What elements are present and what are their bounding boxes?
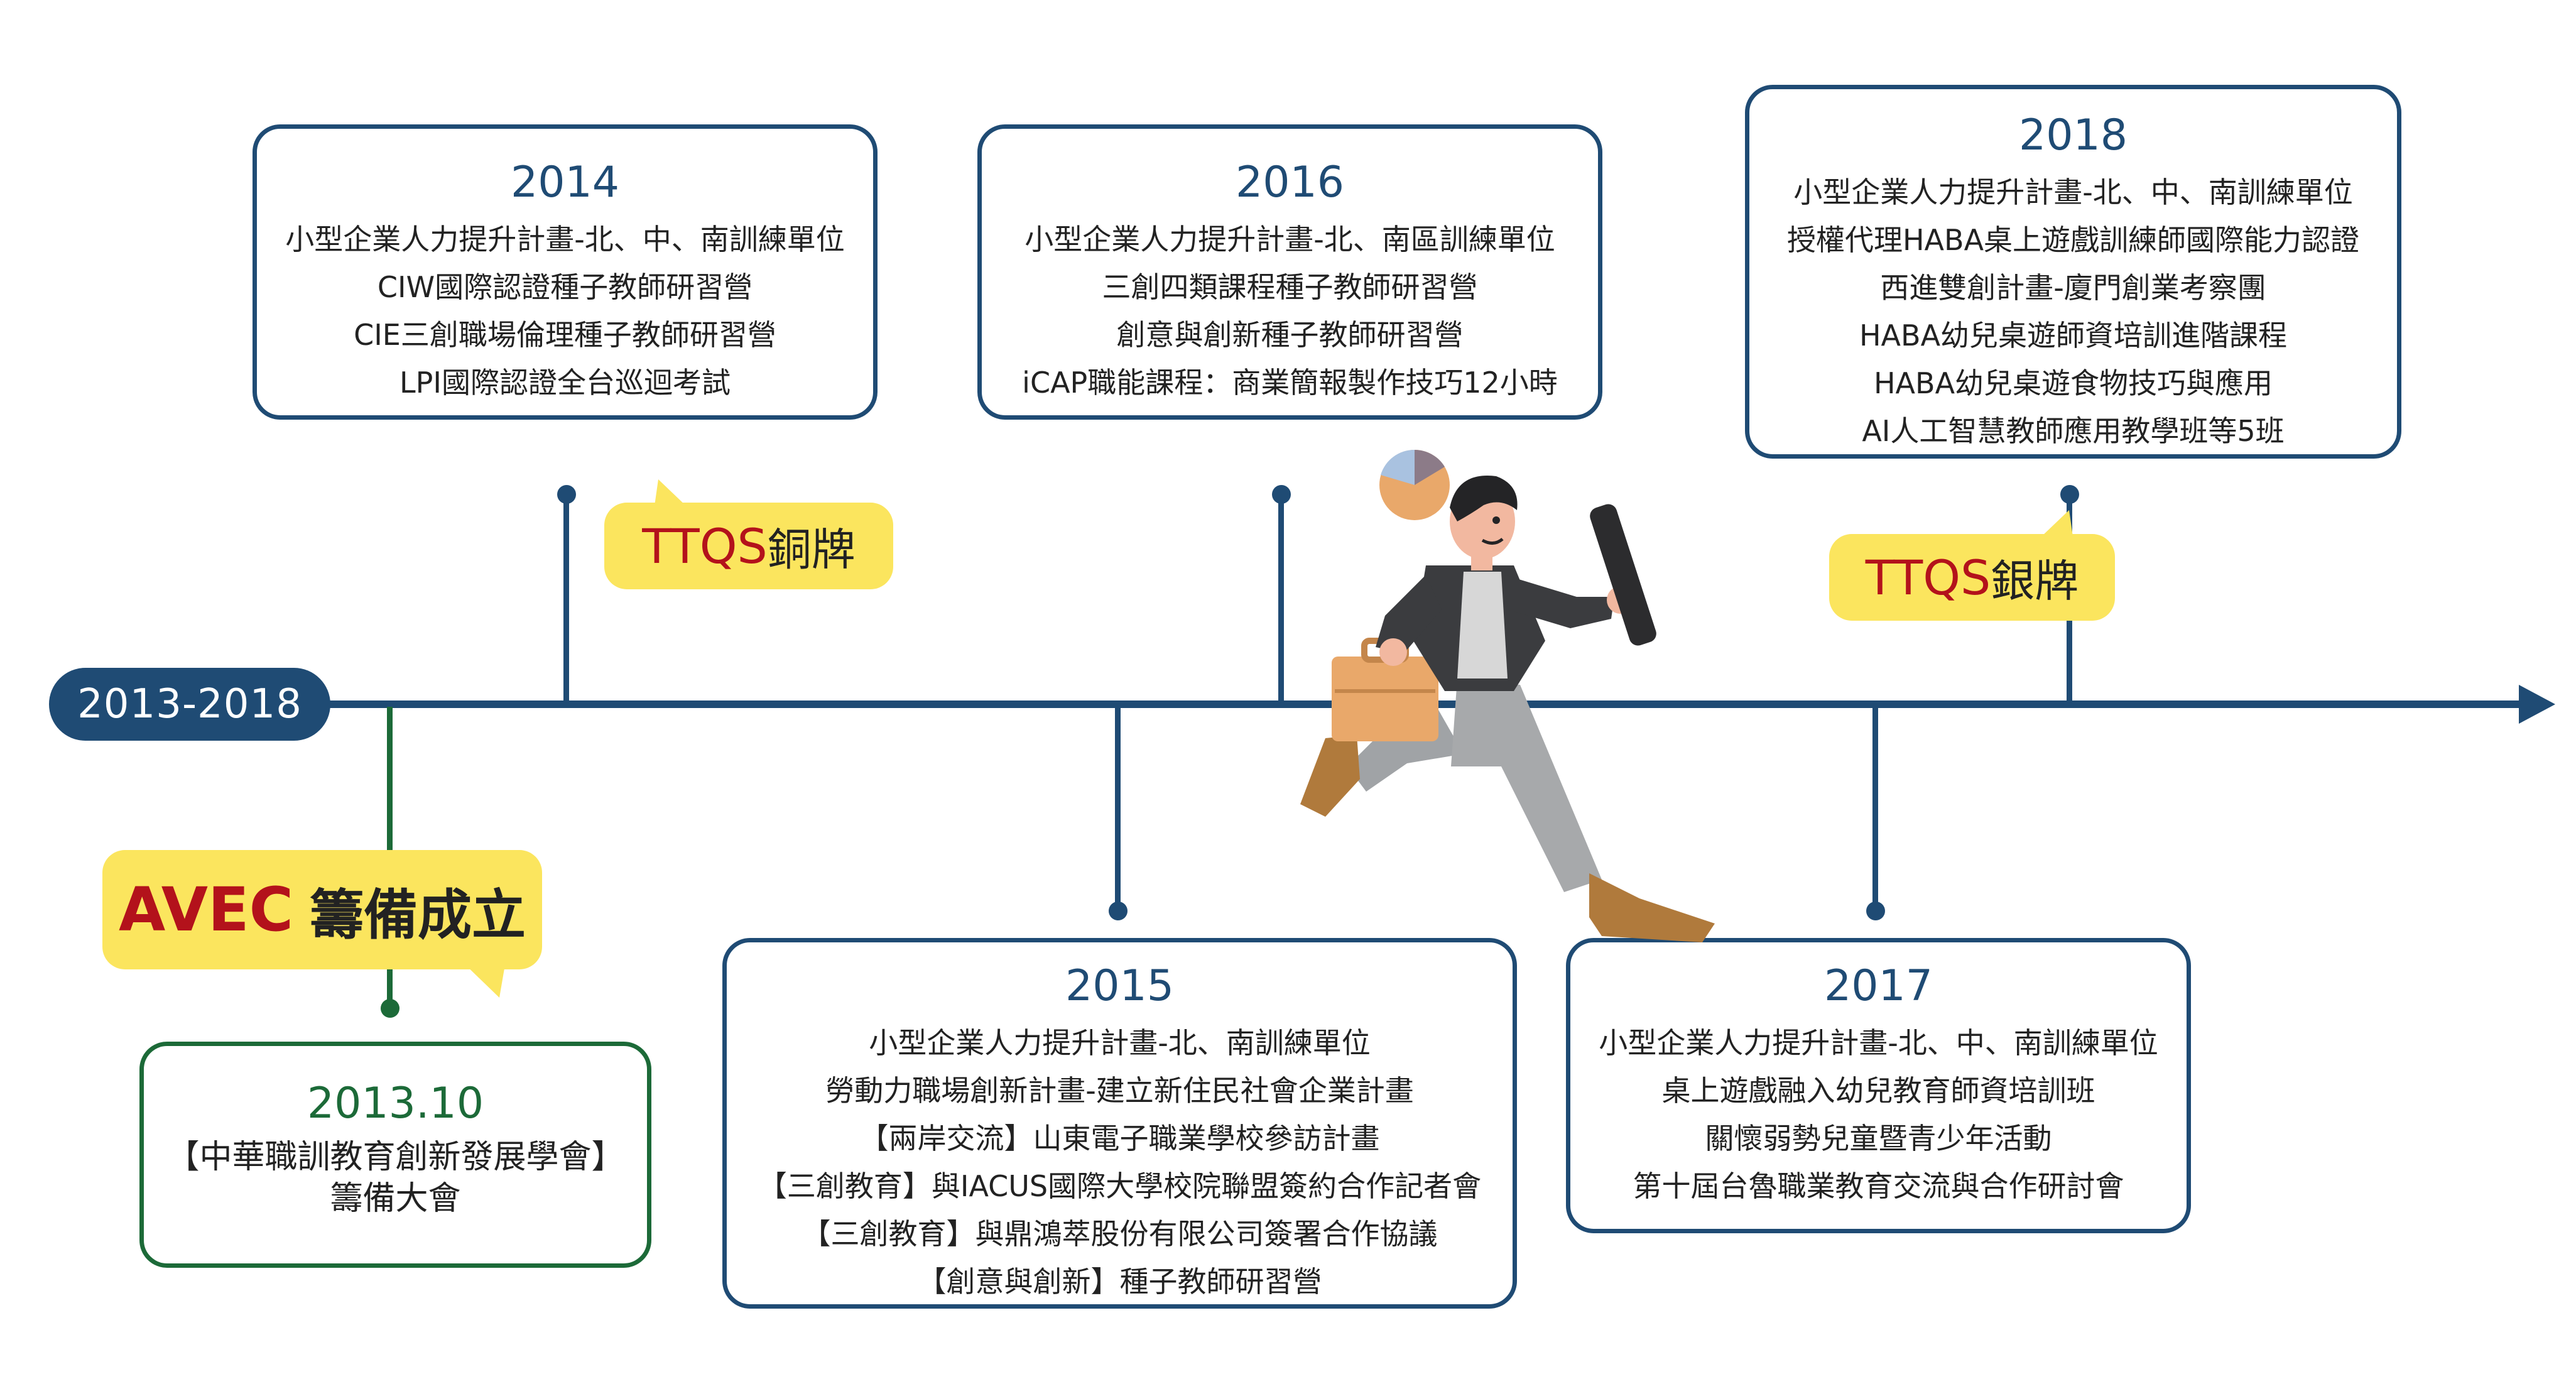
event-item: 創意與創新種子教師研習營 — [1116, 318, 1464, 352]
founding-bubble-text: 籌備成立 — [310, 883, 526, 947]
event-item: 授權代理HABA桌上遊戲訓練師國際能力認證 — [1786, 223, 2360, 257]
connector-2014 — [563, 496, 569, 704]
event-item: 【創意與創新】種子教師研習營 — [917, 1265, 1322, 1299]
event-item: AI人工智慧教師應用教學班等5班 — [1862, 414, 2285, 448]
connector-2016 — [1278, 496, 1284, 704]
founding-bubble: AVEC 籌備成立 — [102, 850, 542, 969]
running-businessman-icon — [1300, 449, 1715, 942]
event-item: 西進雙創計畫-廈門創業考察團 — [1880, 271, 2266, 305]
event-year-2017: 2017 — [1823, 961, 1933, 1011]
event-item: 小型企業人力提升計畫-北、中、南訓練單位 — [1599, 1026, 2158, 1060]
event-item: 小型企業人力提升計畫-北、南訓練單位 — [869, 1026, 1371, 1060]
range-label: 2013-2018 — [49, 668, 330, 741]
event-item: 【中華職訓教育創新發展學會】 — [166, 1138, 624, 1176]
award-highlight: TTQS — [642, 518, 768, 574]
award-bubble-bronze: TTQS 銅牌 — [604, 503, 893, 589]
event-item: 勞動力職場創新計畫-建立新住民社會企業計畫 — [825, 1074, 1414, 1108]
connector-dot-2017 — [1866, 902, 1885, 920]
connector-dot-2013 — [381, 999, 399, 1018]
event-year-2015: 2015 — [1065, 961, 1175, 1011]
connector-2017 — [1872, 704, 1878, 911]
connector-dot-2018 — [2060, 485, 2079, 504]
event-item: CIW國際認證種子教師研習營 — [377, 270, 753, 304]
event-item: 【三創教育】與鼎鴻萃股份有限公司簽署合作協議 — [802, 1217, 1438, 1251]
event-item: 【兩岸交流】山東電子職業學校參訪計畫 — [859, 1121, 1380, 1155]
award-bubble-tail-silver — [2041, 510, 2073, 537]
award-bubble-silver: TTQS 銀牌 — [1829, 534, 2115, 621]
award-text: 銅牌 — [767, 523, 856, 575]
award-text: 銀牌 — [1991, 555, 2079, 607]
event-box-2016: 2016 小型企業人力提升計畫-北、南區訓練單位 三創四類課程種子教師研習營 創… — [977, 124, 1602, 420]
founding-bubble-highlight: AVEC — [118, 875, 294, 945]
event-item: 關懷弱勢兒童暨青少年活動 — [1705, 1121, 2052, 1155]
event-item: 桌上遊戲融入幼兒教育師資培訓班 — [1661, 1074, 2095, 1108]
event-item: CIE三創職場倫理種子教師研習營 — [354, 318, 776, 352]
connector-dot-2015 — [1109, 902, 1128, 920]
event-item: iCAP職能課程：商業簡報製作技巧12小時 — [1022, 366, 1558, 400]
event-item: 小型企業人力提升計畫-北、中、南訓練單位 — [1793, 175, 2353, 209]
connector-dot-2016 — [1272, 485, 1291, 504]
event-box-2017: 2017 小型企業人力提升計畫-北、中、南訓練單位 桌上遊戲融入幼兒教育師資培訓… — [1566, 938, 2191, 1233]
connector-2015 — [1115, 704, 1121, 911]
event-item: 第十屆台魯職業教育交流與合作研討會 — [1633, 1169, 2124, 1203]
event-item: HABA幼兒桌遊師資培訓進階課程 — [1859, 319, 2288, 352]
event-item: 三創四類課程種子教師研習營 — [1102, 270, 1478, 304]
event-item: 【三創教育】與IACUS國際大學校院聯盟簽約合作記者會 — [758, 1169, 1482, 1203]
event-box-2013: 2013.10 【中華職訓教育創新發展學會】 籌備大會 — [139, 1042, 651, 1268]
event-box-2014: 2014 小型企業人力提升計畫-北、中、南訓練單位 CIW國際認證種子教師研習營… — [253, 124, 878, 420]
event-box-2015: 2015 小型企業人力提升計畫-北、南訓練單位 勞動力職場創新計畫-建立新住民社… — [722, 938, 1517, 1309]
connector-dot-2014 — [557, 485, 576, 504]
event-item: 小型企業人力提升計畫-北、南區訓練單位 — [1024, 222, 1555, 256]
event-item: HABA幼兒桌遊食物技巧與應用 — [1873, 366, 2273, 400]
event-year-2014: 2014 — [510, 158, 620, 207]
award-bubble-tail-bronze — [655, 479, 686, 506]
event-year-2018: 2018 — [2018, 111, 2128, 160]
event-item: LPI國際認證全台巡迴考試 — [399, 366, 731, 400]
founding-bubble-tail — [462, 961, 506, 998]
event-box-2018: 2018 小型企業人力提升計畫-北、中、南訓練單位 授權代理HABA桌上遊戲訓練… — [1745, 85, 2401, 459]
event-item: 小型企業人力提升計畫-北、中、南訓練單位 — [285, 222, 845, 256]
event-year-2013: 2013.10 — [307, 1079, 484, 1128]
event-year-2016: 2016 — [1235, 158, 1345, 207]
timeline-arrowhead-icon — [2519, 685, 2555, 724]
event-item: 籌備大會 — [330, 1180, 461, 1218]
award-highlight: TTQS — [1865, 549, 1991, 606]
